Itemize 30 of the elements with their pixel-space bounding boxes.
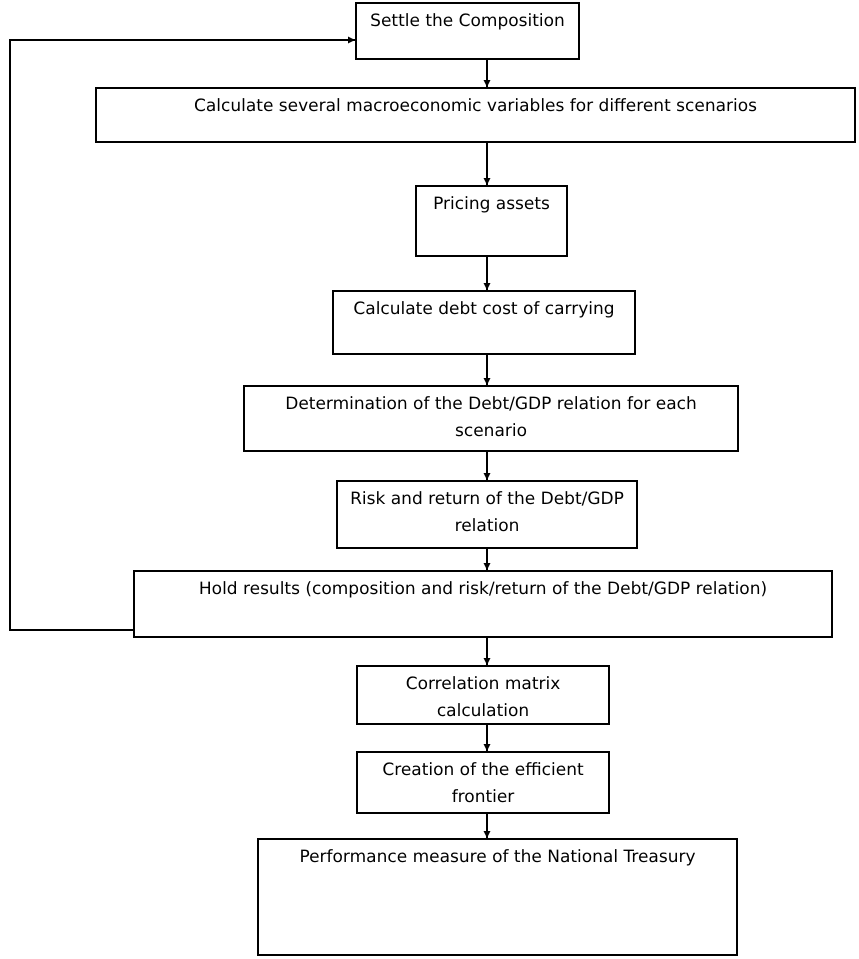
arrow [484,257,490,290]
arrow [9,36,355,631]
box-label: Pricing assets [433,193,550,216]
process-box [356,751,610,814]
process-box [332,290,636,355]
process-box [257,838,738,956]
process-box [133,570,833,638]
arrow [484,60,490,87]
arrow [484,452,490,480]
process-box [415,185,568,257]
box-label: Correlation matrix calculation [404,673,562,723]
box-label: Calculate debt cost of carrying [353,298,615,321]
arrow [484,355,490,385]
process-box [95,87,856,143]
process-box [243,385,739,452]
box-label: Performance measure of the National Treasury [299,846,696,869]
process-box [336,480,638,549]
arrow [484,638,490,665]
arrow [484,725,490,751]
box-label: Risk and return of the Debt/GDP relation [349,488,625,538]
arrow [484,814,490,838]
process-box [356,665,610,725]
arrow [484,143,490,185]
box-label: Calculate several macroeconomic variables for different scenarios [194,95,757,118]
box-label: Determination of the Debt/GDP relation for each scenario [284,393,698,443]
arrow [484,549,490,570]
box-label: Creation of the efficient frontier [381,759,585,809]
box-label: Hold results (composition and risk/return of the Debt/GDP relation) [198,578,768,601]
box-label: Settle the Composition [370,10,565,33]
process-box [355,2,580,60]
